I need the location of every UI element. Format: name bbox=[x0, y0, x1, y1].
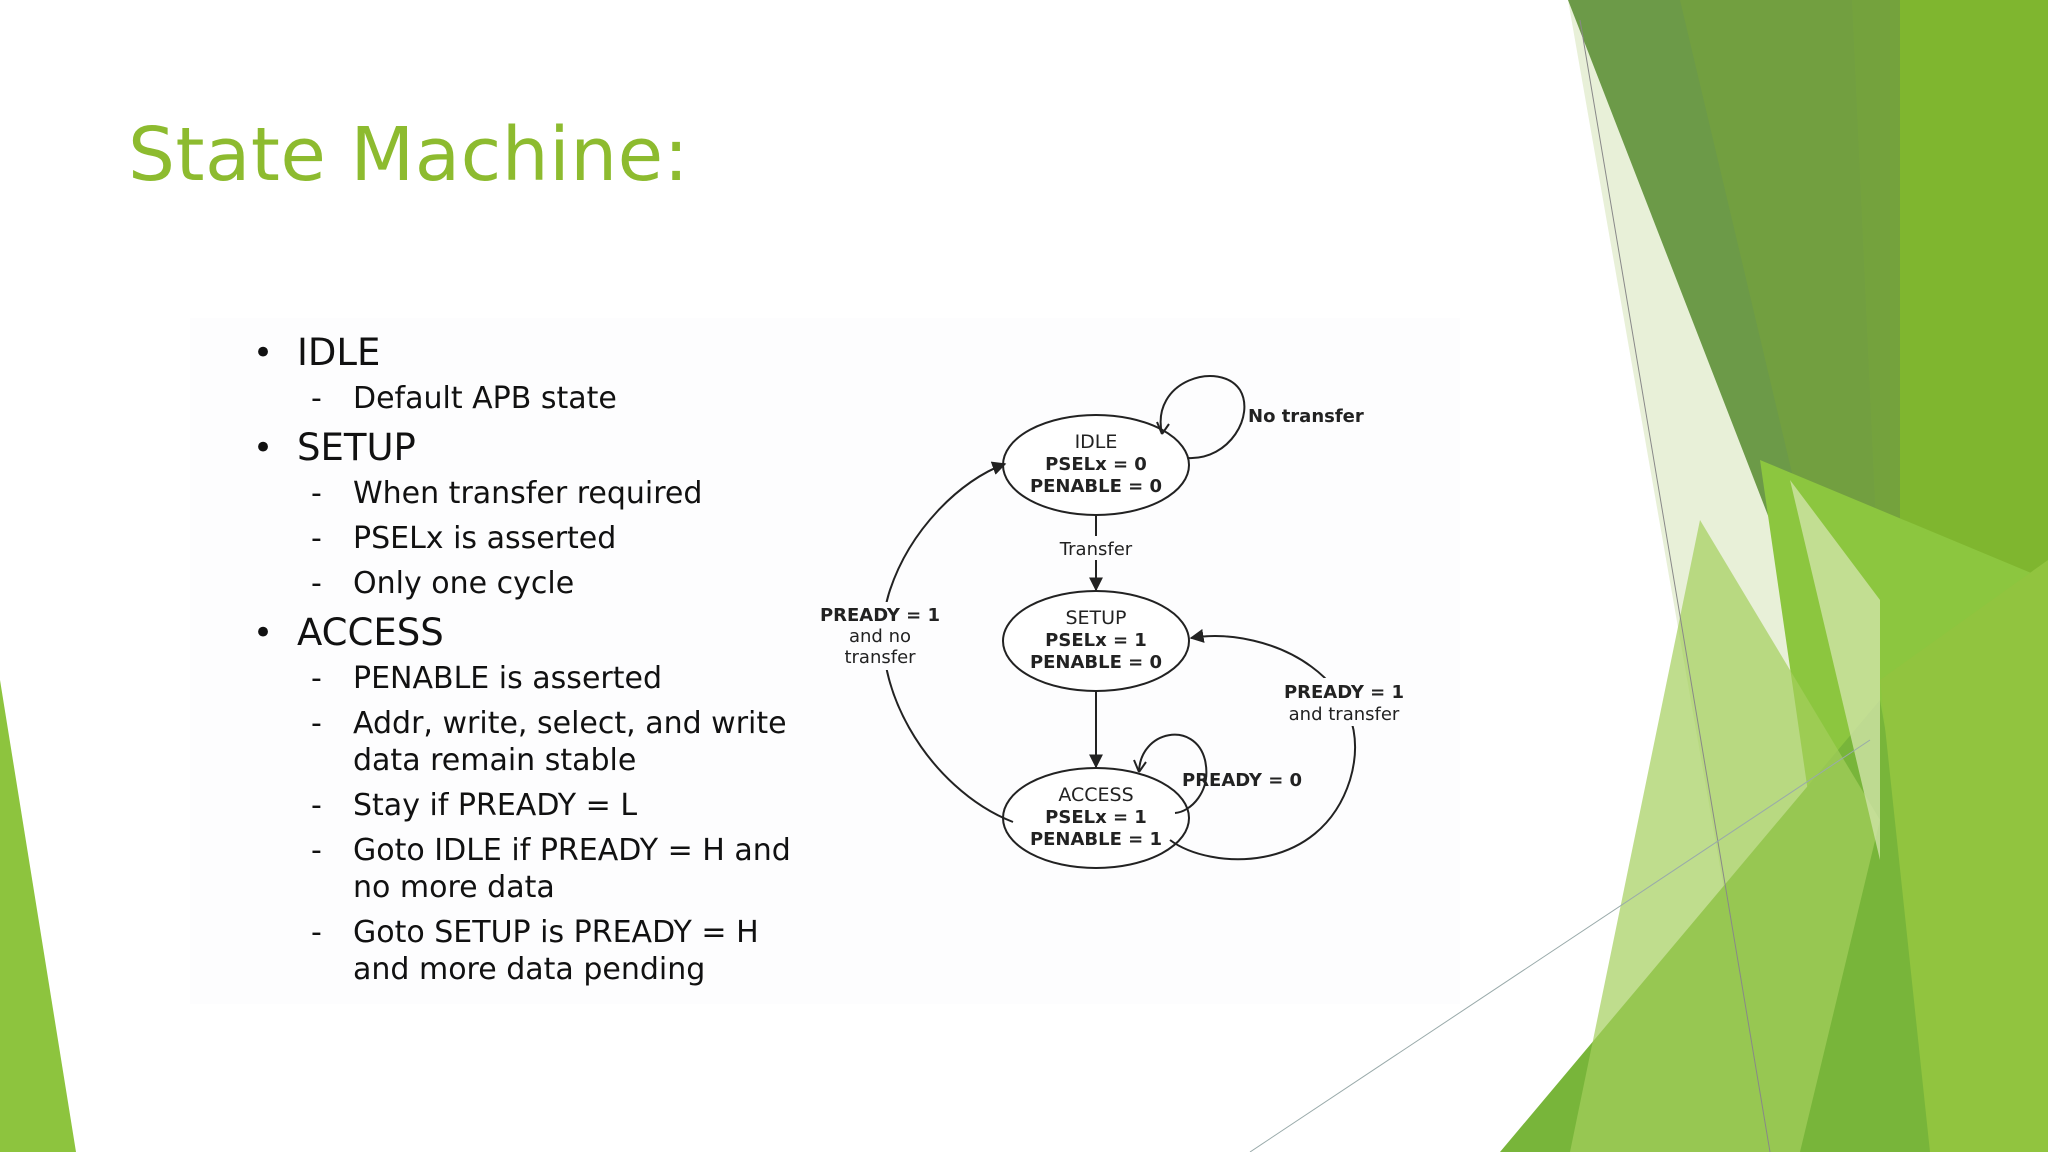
svg-text:PREADY = 0: PREADY = 0 bbox=[1182, 770, 1302, 791]
svg-text:transfer: transfer bbox=[844, 647, 916, 668]
state-idle: IDLE PSELx = 0 PENABLE = 0 bbox=[1002, 414, 1190, 516]
svg-text:PENABLE = 1: PENABLE = 1 bbox=[1030, 829, 1162, 850]
svg-text:SETUP: SETUP bbox=[1065, 607, 1126, 629]
svg-text:PENABLE = 0: PENABLE = 0 bbox=[1030, 652, 1162, 673]
svg-text:IDLE: IDLE bbox=[1075, 431, 1118, 453]
sub-bullet: -Goto SETUP is PREADY = H and more data … bbox=[311, 915, 759, 987]
sub-bullet: -Stay if PREADY = L bbox=[311, 788, 638, 823]
svg-text:and transfer: and transfer bbox=[1289, 704, 1400, 725]
bullet-access: ACCESS bbox=[253, 610, 813, 656]
sub-bullet: -PENABLE is asserted bbox=[311, 661, 662, 696]
transition-pready-0: PREADY = 0 bbox=[1133, 733, 1302, 814]
sub-bullet: -PSELx is asserted bbox=[311, 521, 617, 556]
state-machine-diagram: IDLE PSELx = 0 PENABLE = 0 SETUP PSELx =… bbox=[820, 375, 1404, 869]
svg-text:PSELx = 1: PSELx = 1 bbox=[1045, 807, 1147, 828]
state-setup: SETUP PSELx = 1 PENABLE = 0 bbox=[1002, 590, 1190, 692]
svg-text:ACCESS: ACCESS bbox=[1058, 784, 1133, 806]
svg-text:PSELx = 0: PSELx = 0 bbox=[1045, 454, 1147, 475]
svg-text:Transfer: Transfer bbox=[1059, 539, 1133, 560]
sub-bullet: -Addr, write, select, and write data rem… bbox=[311, 706, 787, 778]
sub-bullet: -Only one cycle bbox=[311, 566, 575, 601]
bullet-idle: IDLE bbox=[253, 330, 813, 376]
svg-text:PSELx = 1: PSELx = 1 bbox=[1045, 630, 1147, 651]
transition-no-transfer: No transfer bbox=[1156, 375, 1364, 460]
state-access: ACCESS PSELx = 1 PENABLE = 1 bbox=[1002, 767, 1190, 869]
svg-text:and no: and no bbox=[849, 626, 911, 647]
sub-bullet: -Default APB state bbox=[311, 381, 617, 416]
bullet-setup: SETUP bbox=[253, 425, 813, 471]
sub-bullet: -When transfer required bbox=[311, 476, 703, 511]
svg-text:PREADY = 1: PREADY = 1 bbox=[820, 605, 940, 626]
right-decoration bbox=[1249, 0, 2048, 1152]
slide-title: State Machine: bbox=[128, 112, 690, 198]
left-decoration bbox=[0, 680, 76, 1152]
bullet-list: IDLE -Default APB state SETUP -When tran… bbox=[253, 330, 813, 996]
sub-bullet: -Goto IDLE if PREADY = H and no more dat… bbox=[311, 833, 791, 905]
transition-transfer: Transfer bbox=[1050, 515, 1142, 592]
transition-pready-1-no-transfer: PREADY = 1 and no transfer bbox=[820, 461, 1014, 823]
svg-text:PENABLE = 0: PENABLE = 0 bbox=[1030, 476, 1162, 497]
svg-text:No transfer: No transfer bbox=[1248, 406, 1364, 427]
svg-text:PREADY = 1: PREADY = 1 bbox=[1284, 682, 1404, 703]
transition-pready-1-transfer: PREADY = 1 and transfer bbox=[1169, 629, 1404, 861]
